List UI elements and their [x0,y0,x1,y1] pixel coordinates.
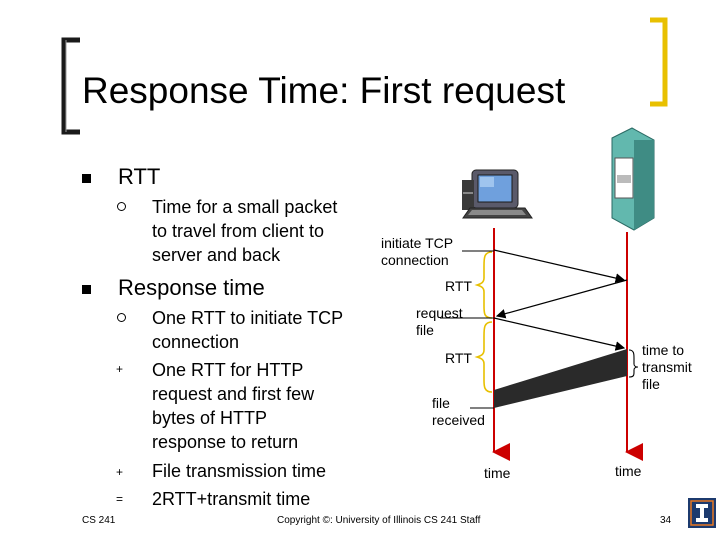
transmit-brace [628,349,639,378]
equals-marker: = [116,492,124,506]
server-icon [611,127,655,231]
rtt-brace-2 [474,321,493,393]
bullet-response-time: Response time [118,275,265,300]
client-computer-icon [462,169,533,219]
bullet-marker [82,174,91,183]
client-time-label: time [484,465,511,481]
initiate-tcp-label: initiate TCP connection [381,235,454,268]
slide-title: Response Time: First request [82,70,566,111]
bullet-rtt: RTT [118,164,161,189]
response-item-3: File transmission time [152,461,327,481]
response-item-1: One RTT to initiate TCP connection [152,308,344,352]
response-item-2: One RTT for HTTP request and first few b… [152,360,315,452]
page-number: 34 [660,515,672,526]
rtt-definition: Time for a small packet to travel from c… [152,197,338,265]
rtt-label-1: RTT [445,278,472,294]
course-label: CS 241 [82,515,116,526]
request-file-label: request file [416,305,463,338]
syn-arrow [493,249,626,283]
rtt-brace-1 [474,251,493,319]
synack-arrow [495,279,628,319]
university-logo [688,498,716,528]
bullet-marker [82,285,91,294]
response-item-4: 2RTT+transmit time [152,489,311,509]
plus-marker: + [116,465,124,479]
copyright-text: Copyright ©: University of Illinois CS 2… [277,515,481,526]
plus-marker: + [116,362,124,376]
sub-bullet-marker [117,202,126,211]
request-arrow [493,317,626,351]
file-transfer-block [494,349,627,408]
server-time-label: time [615,463,642,479]
sub-bullet-marker [117,313,126,322]
rtt-label-2: RTT [445,350,472,366]
transmit-time-label: time to transmit file [642,342,692,392]
file-received-label: file received [432,395,485,428]
